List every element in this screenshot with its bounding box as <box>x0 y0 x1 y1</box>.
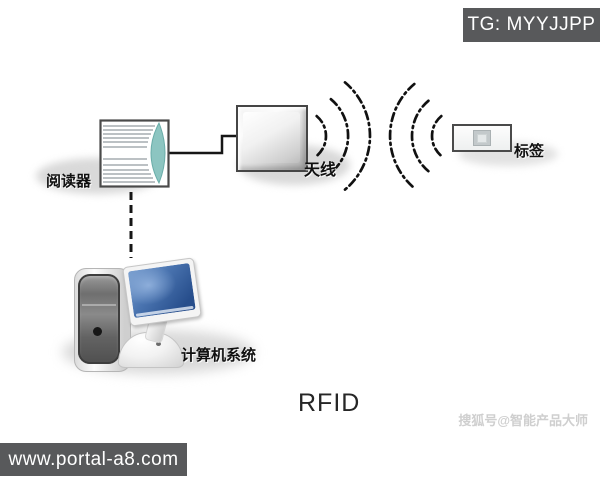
reader-device-icon <box>99 119 170 188</box>
antenna-panel <box>243 112 300 163</box>
computer-base-button <box>156 342 161 346</box>
bottom-left-banner: www.portal-a8.com <box>0 443 187 476</box>
top-right-banner-text: TG: MYYJJPP <box>467 14 596 35</box>
antenna-device-icon <box>236 105 308 172</box>
watermark-text: 搜狐号@智能产品大师 <box>458 413 588 428</box>
tag-device-icon <box>452 124 512 152</box>
computer-screen <box>127 262 196 319</box>
tag-chip-core <box>477 133 487 143</box>
tag-chip <box>473 130 491 146</box>
computer-monitor <box>122 257 202 327</box>
diagram-title: RFID <box>298 389 361 417</box>
reader-teal-crescent <box>150 121 166 185</box>
computer-tower-button <box>93 327 102 336</box>
computer-illustration <box>60 257 265 376</box>
radio-waves-tag-icon <box>388 82 443 190</box>
computer-screen-dock <box>135 305 194 317</box>
bottom-left-banner-text: www.portal-a8.com <box>8 448 179 470</box>
reader-label: 阅读器 <box>46 173 92 190</box>
antenna-label: 天线 <box>304 162 337 179</box>
tag-label: 标签 <box>514 143 545 160</box>
reader-grill-lines <box>103 125 155 183</box>
computer-tower-front <box>78 274 120 364</box>
computer-label: 计算机系统 <box>181 347 257 364</box>
top-right-banner: TG: MYYJJPP <box>463 8 600 42</box>
computer-tower-seam <box>82 304 116 306</box>
reader-antenna-connector <box>168 134 236 155</box>
